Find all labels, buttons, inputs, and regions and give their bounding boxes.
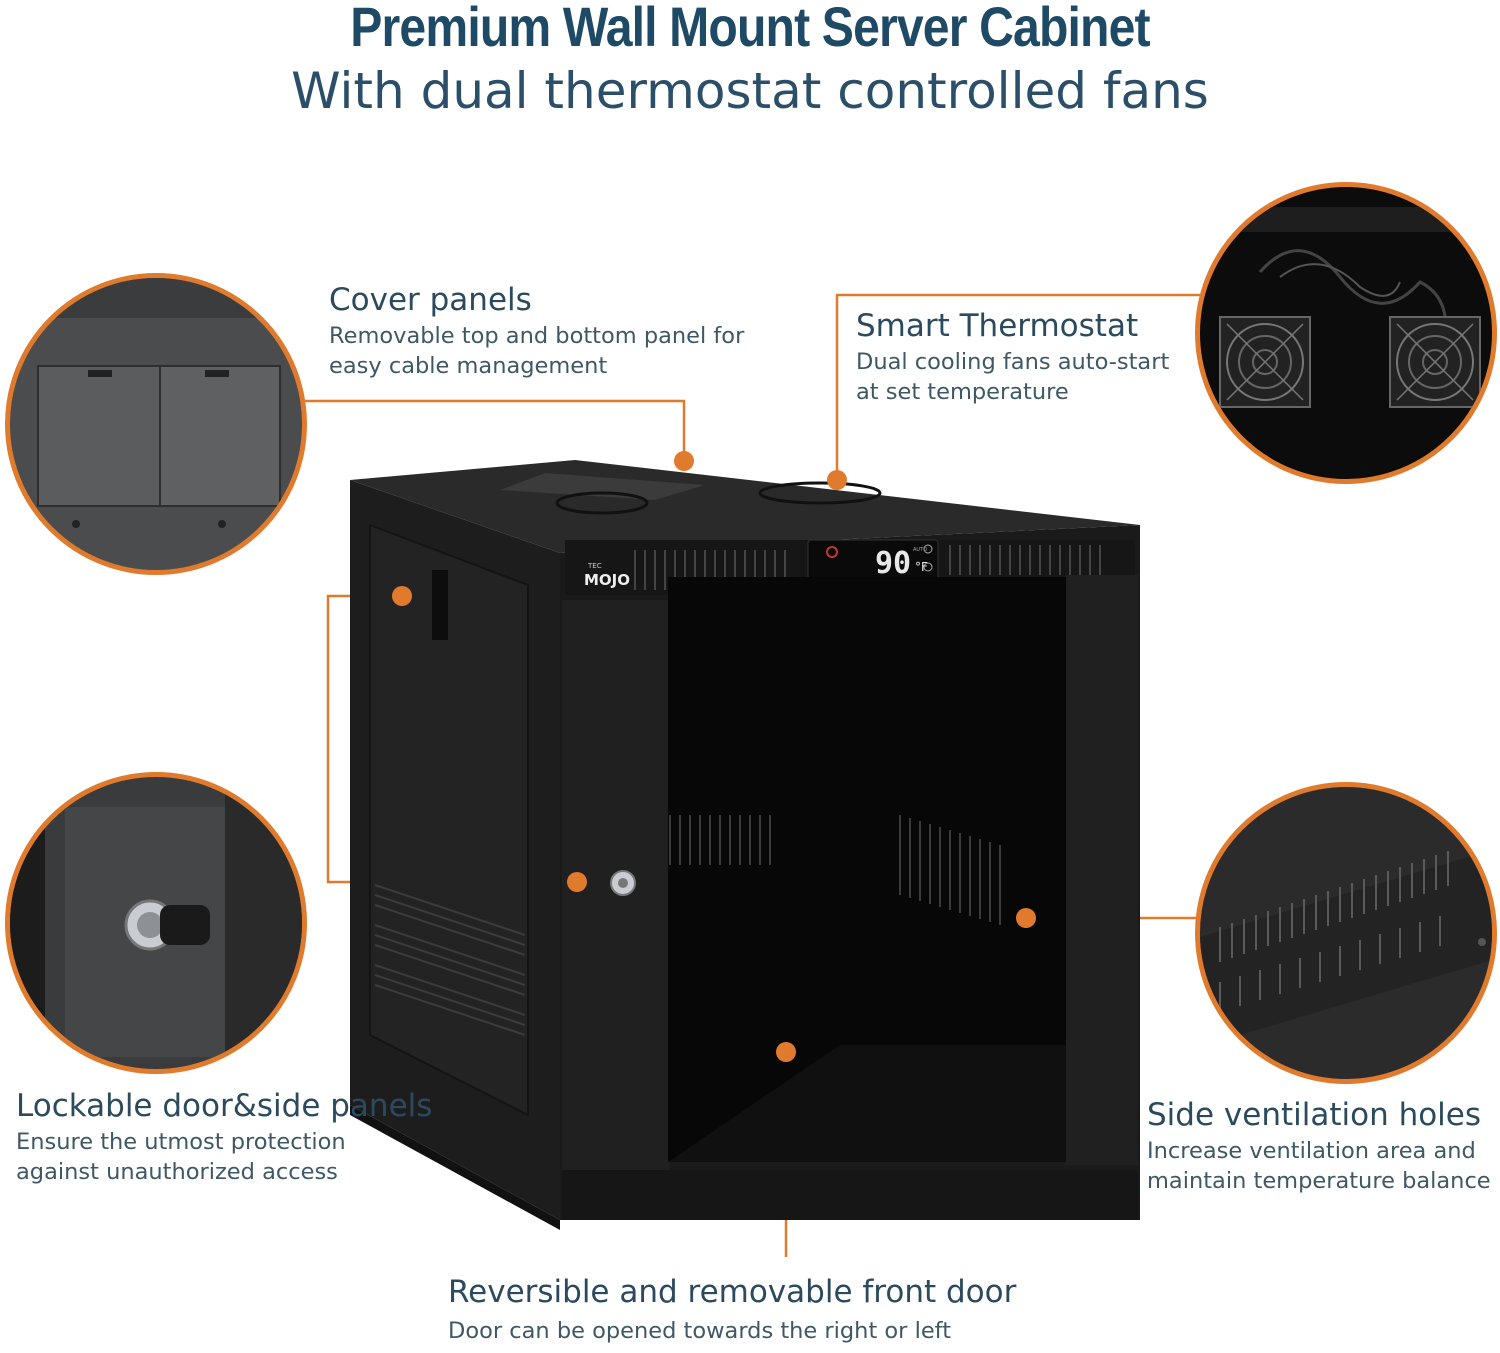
side-latch-icon bbox=[432, 570, 448, 640]
feature-desc: Dual cooling fans auto-start bbox=[856, 349, 1170, 375]
fan-vent-icon bbox=[758, 481, 882, 505]
feature-cover-panels: Cover panels Removable top and bottom pa… bbox=[329, 282, 744, 381]
feature-desc: Door can be opened towards the right or … bbox=[448, 1318, 952, 1344]
page-subtitle: With dual thermostat controlled fans bbox=[291, 62, 1209, 120]
fan-vent-icon bbox=[555, 491, 649, 515]
feature-desc: Removable top and bottom panel for bbox=[329, 323, 745, 349]
server-cabinet-illustration: 90 °F AUTO TEC MOJO bbox=[350, 460, 1140, 1230]
side-latch-marker bbox=[392, 586, 412, 606]
side-vent-marker bbox=[1016, 908, 1036, 928]
feature-desc: Ensure the utmost protection bbox=[16, 1129, 346, 1155]
fan-icon bbox=[1219, 316, 1311, 408]
power-icon bbox=[826, 546, 838, 558]
door-lock-marker bbox=[567, 872, 587, 892]
display-temp: 90 bbox=[875, 546, 911, 581]
feature-front-door: Reversible and removable front door Door… bbox=[448, 1274, 1016, 1346]
brand-small: TEC bbox=[587, 562, 602, 570]
feature-desc: easy cable management bbox=[329, 353, 608, 379]
feature-desc: maintain temperature balance bbox=[1147, 1168, 1491, 1194]
thermostat-line bbox=[835, 293, 1200, 480]
thermostat-fans-closeup bbox=[1195, 182, 1497, 484]
feature-side-vent: Side ventilation holes Increase ventilat… bbox=[1147, 1097, 1491, 1196]
fan-icon bbox=[1389, 316, 1481, 408]
side-vent-closeup bbox=[1195, 782, 1497, 1084]
display-unit: °F bbox=[915, 560, 928, 574]
feature-desc: against unauthorized access bbox=[16, 1159, 338, 1185]
page-title: Premium Wall Mount Server Cabinet bbox=[350, 0, 1150, 58]
brand-logo: MOJO bbox=[584, 571, 630, 589]
cover-panels-line bbox=[305, 399, 686, 461]
thermostat-marker bbox=[827, 470, 847, 490]
feature-title: Smart Thermostat bbox=[856, 308, 1139, 344]
feature-lockable: Lockable door&side panels Ensure the utm… bbox=[16, 1088, 432, 1187]
feature-title: Side ventilation holes bbox=[1147, 1097, 1482, 1133]
feature-desc: at set temperature bbox=[856, 379, 1069, 405]
lock-closeup bbox=[5, 772, 307, 1074]
feature-desc: Increase ventilation area and bbox=[1147, 1138, 1476, 1164]
cover-panels-closeup bbox=[5, 273, 307, 575]
feature-smart-thermostat: Smart Thermostat Dual cooling fans auto-… bbox=[856, 308, 1169, 407]
feature-title: Reversible and removable front door bbox=[448, 1274, 1017, 1310]
key-lock-icon bbox=[124, 899, 210, 951]
cover-panels-marker bbox=[674, 451, 694, 471]
feature-title: Cover panels bbox=[329, 282, 532, 318]
cover-panel-top bbox=[500, 473, 705, 500]
display-mode: AUTO bbox=[913, 547, 927, 553]
feature-title: Lockable door&side panels bbox=[16, 1088, 433, 1124]
front-door-marker bbox=[776, 1042, 796, 1062]
